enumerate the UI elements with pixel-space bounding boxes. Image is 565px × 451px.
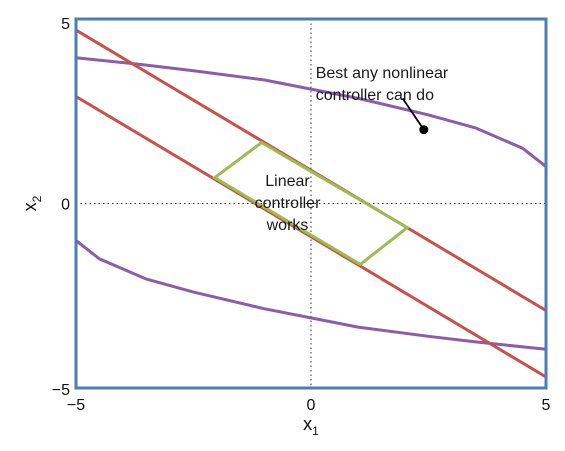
annotation-nonlinear-line: controller can do xyxy=(316,87,434,104)
x-axis-label-sub: 1 xyxy=(312,424,319,438)
x-axis-label: x1 xyxy=(303,414,319,438)
y-tick-label: 0 xyxy=(61,197,70,214)
x-tick-label: −5 xyxy=(67,397,85,414)
series-nonlinear-lower xyxy=(75,239,547,351)
annotation-layer: Best any nonlinear controller can do Linea… xyxy=(255,65,449,234)
plot-frame xyxy=(74,17,548,390)
x-axis-label-base: x xyxy=(303,414,312,434)
annotation-nonlinear-pointer xyxy=(401,97,425,131)
zero-lines xyxy=(76,19,546,388)
annotation-linear-line: works xyxy=(266,217,309,234)
series-linear-region xyxy=(212,140,410,267)
annotation-nonlinear-dot xyxy=(419,125,429,135)
annotation-linear: Linear controller works xyxy=(255,173,321,234)
annotation-linear-line: controller xyxy=(255,195,321,212)
annotation-nonlinear: Best any nonlinear controller can do xyxy=(316,65,449,104)
annotation-nonlinear-line: Best any nonlinear xyxy=(316,65,449,82)
annotation-linear-line: Linear xyxy=(265,173,310,190)
x-tick-label: 5 xyxy=(542,397,551,414)
y-axis-label-base: x xyxy=(20,202,40,211)
y-tick-label: 5 xyxy=(61,16,70,33)
x-tick-label: 0 xyxy=(307,397,316,414)
y-axis-label-sub: 2 xyxy=(30,195,44,202)
series-nonlinear-upper xyxy=(75,56,547,168)
y-axis-label: x2 xyxy=(20,195,44,211)
y-tick-label: −5 xyxy=(52,382,70,399)
tick-layer: −5 0 5 5 0 −5 xyxy=(52,16,551,414)
